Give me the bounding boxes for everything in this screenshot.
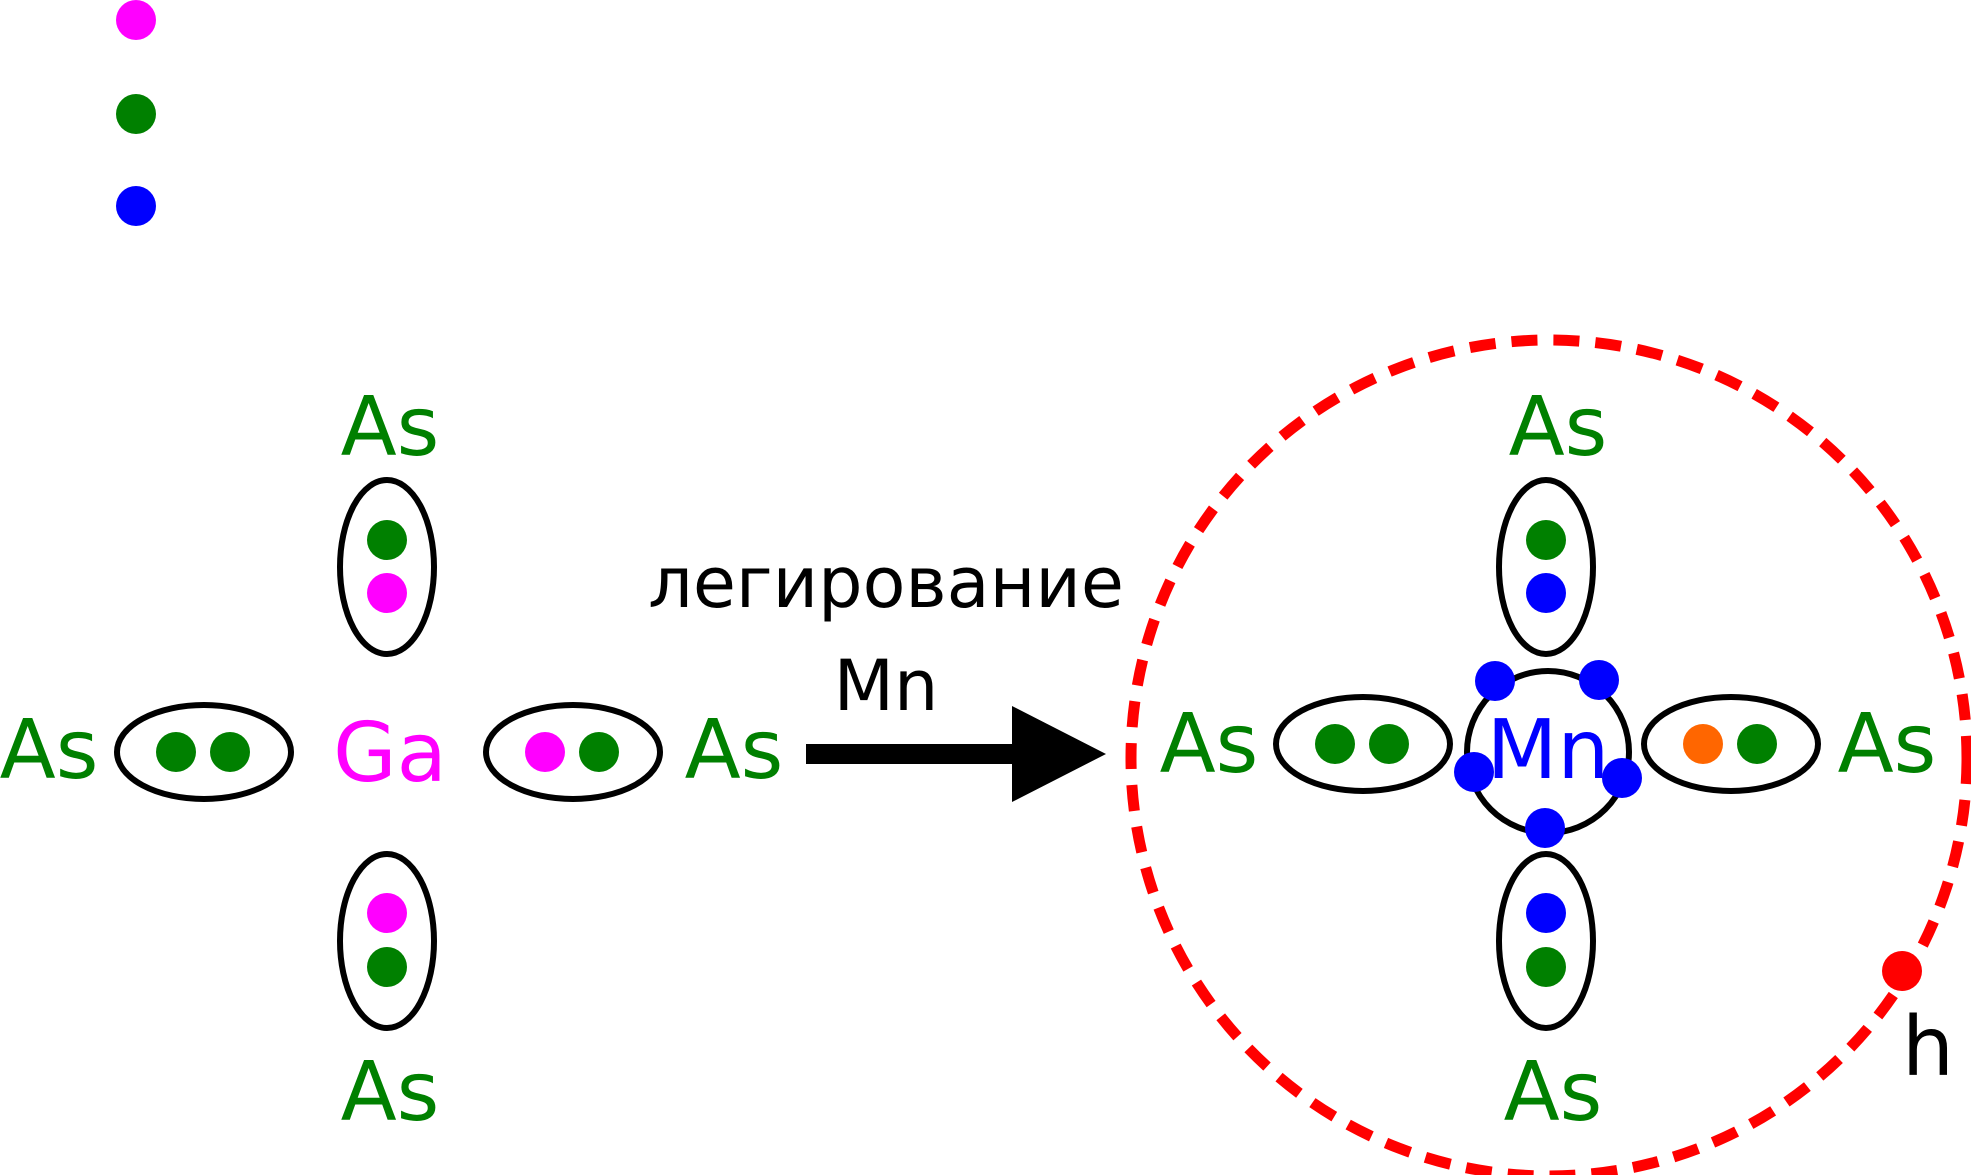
- as-electron-dot: [210, 732, 250, 772]
- as-left-label: As: [1160, 697, 1259, 792]
- arrow-shaft: [806, 744, 1016, 764]
- mn-doped-cell: Mn As As As As: [1125, 334, 1971, 1175]
- bond-bottom: [1496, 851, 1596, 1031]
- mn-center-label: Mn: [1487, 703, 1610, 798]
- as-bottom-label: As: [341, 1045, 440, 1140]
- as-left-label: As: [0, 703, 98, 798]
- as-right-label: As: [1838, 697, 1937, 792]
- arrow-head: [1012, 706, 1106, 802]
- hole-dot: [1882, 951, 1922, 991]
- bond-left: [1273, 694, 1453, 794]
- legend-as-electron-dot: [116, 94, 156, 134]
- legend: [116, 0, 156, 226]
- ga-center-label: Ga: [333, 706, 447, 801]
- mn-electron-dot: [1475, 661, 1515, 701]
- mn-electron-dot: [1579, 660, 1619, 700]
- ga-electron-dot: [525, 732, 565, 772]
- dopant-label: Mn: [834, 645, 939, 727]
- ga-electron-dot: [367, 893, 407, 933]
- as-bottom-label: As: [1504, 1045, 1603, 1140]
- hole-label: h: [1902, 1000, 1954, 1095]
- bond-right: [1641, 694, 1821, 794]
- as-electron-dot: [156, 732, 196, 772]
- bond-right: [483, 702, 663, 802]
- mn-electron-dot: [1526, 573, 1566, 613]
- gaas-cell: Ga As As As As: [0, 380, 783, 1140]
- as-electron-dot: [579, 732, 619, 772]
- hole-orbit-circle: [1125, 334, 1971, 1175]
- as-electron-dot: [1526, 947, 1566, 987]
- bond-top: [337, 477, 437, 657]
- extra-electron-dot: [1683, 724, 1723, 764]
- as-top-label: As: [341, 380, 440, 475]
- doping-label: легирование: [648, 542, 1124, 624]
- as-electron-dot: [367, 947, 407, 987]
- as-electron-dot: [1526, 520, 1566, 560]
- mn-electron-dot: [1525, 808, 1565, 848]
- as-electron-dot: [367, 520, 407, 560]
- as-electron-dot: [1369, 724, 1409, 764]
- as-electron-dot: [1315, 724, 1355, 764]
- as-top-label: As: [1509, 380, 1608, 475]
- mn-electron-dot: [1454, 752, 1494, 792]
- as-electron-dot: [1737, 724, 1777, 764]
- legend-mn-electron-dot: [116, 186, 156, 226]
- ga-electron-dot: [367, 573, 407, 613]
- as-right-label: As: [685, 703, 784, 798]
- doping-arrow: легирование Mn: [648, 542, 1124, 802]
- bond-left: [114, 702, 294, 802]
- bond-bottom: [337, 851, 437, 1031]
- bond-top: [1496, 477, 1596, 657]
- legend-ga-electron-dot: [116, 0, 156, 40]
- mn-electron-dot: [1526, 893, 1566, 933]
- mn-electron-dot: [1602, 758, 1642, 798]
